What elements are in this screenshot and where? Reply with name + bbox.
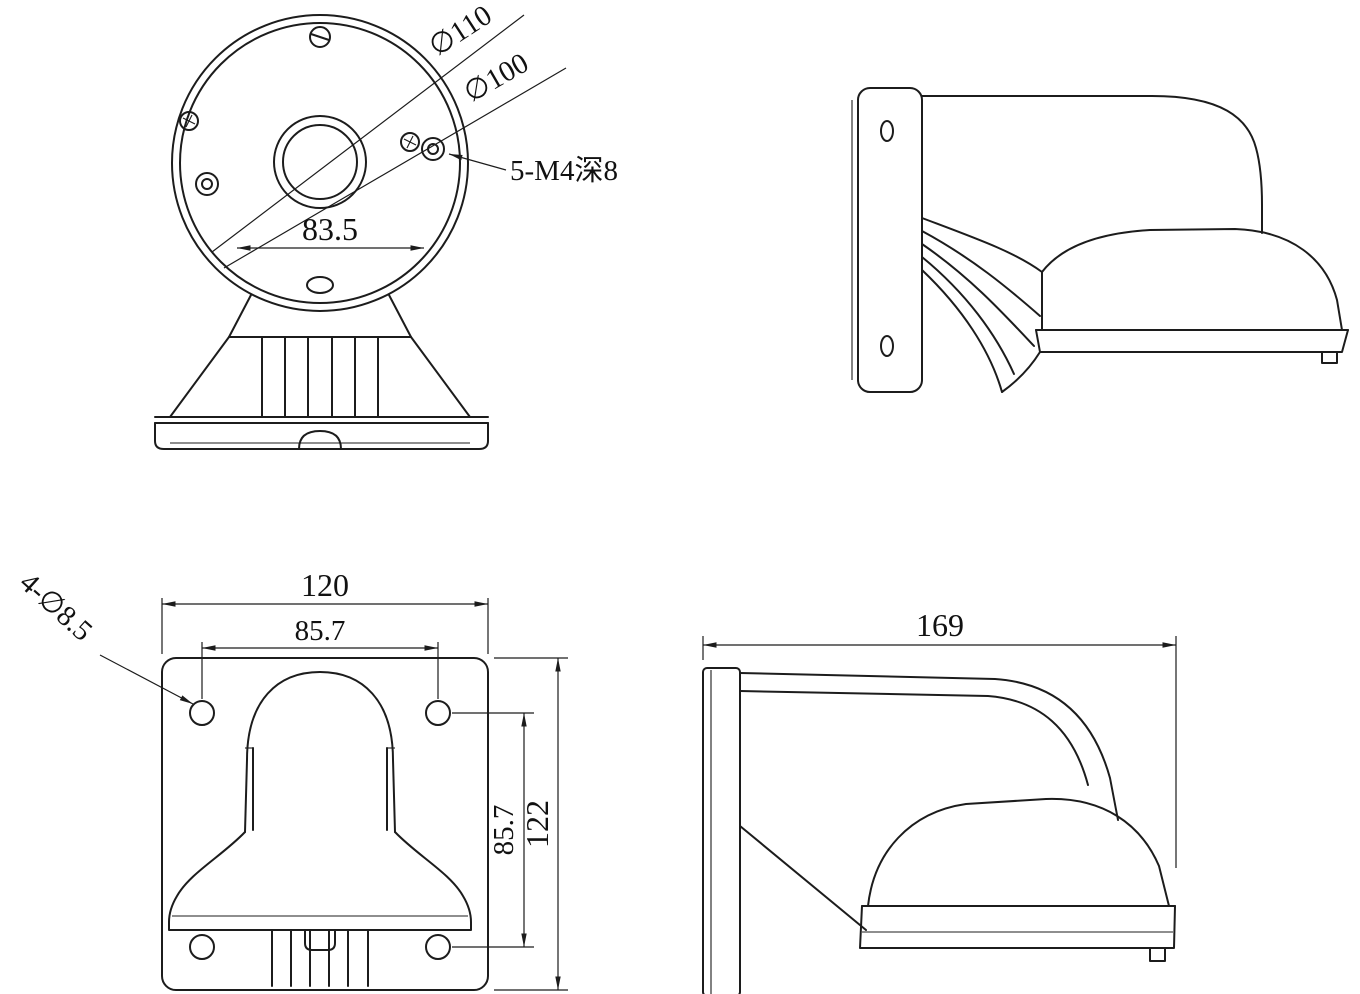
label-169: 169 — [916, 607, 964, 643]
dome-flange — [1035, 329, 1349, 353]
dome-clip — [1321, 351, 1338, 364]
label-120: 120 — [301, 567, 349, 603]
arm-rib-curve — [921, 269, 1003, 393]
plate-slot-bottom — [880, 335, 894, 357]
dome-cap-front — [244, 671, 396, 833]
dome-skirt-front — [168, 831, 472, 931]
view-front-lower: 120 85.7 4-∅8.5 85.7 122 — [13, 566, 568, 991]
view-top-plan: ∅110 ∅100 5-M4深8 83.5 — [154, 0, 618, 450]
arm-top-edge — [921, 95, 1263, 234]
plate-hole-bl — [189, 934, 215, 960]
label-857-right: 85.7 — [488, 805, 520, 856]
label-857-top: 85.7 — [295, 615, 346, 647]
base-notch — [298, 430, 342, 450]
arm-rib-curve — [921, 217, 1043, 273]
screw-hole — [400, 132, 420, 152]
top-screw-slot — [310, 33, 330, 41]
plate-slot-top — [880, 120, 894, 142]
label-thread-5m4: 5-M4深8 — [510, 155, 618, 187]
plate-hole-br — [425, 934, 451, 960]
view-side-upper — [851, 87, 1349, 393]
arm-top-edge — [739, 672, 1119, 821]
label-122: 122 — [519, 800, 555, 848]
square-plate — [161, 657, 489, 991]
arm-underside — [739, 825, 867, 931]
arm-rib-curve — [921, 243, 1035, 347]
dome-flange — [859, 905, 1176, 949]
arm-rib-curve — [921, 256, 1015, 375]
base-body — [154, 422, 489, 450]
center-tab — [304, 929, 336, 951]
lens-hole-inner — [282, 124, 358, 200]
leader-thread — [448, 153, 507, 171]
stem-right-edge — [388, 294, 471, 418]
leader-holes — [99, 654, 194, 705]
base-outer-circle — [171, 14, 469, 312]
dim-line-d110 — [211, 14, 525, 253]
ear-hole-right — [421, 137, 445, 161]
ear-hole-left — [195, 172, 219, 196]
top-screw — [309, 26, 331, 48]
plate-hole-tl — [189, 700, 215, 726]
screw-cross — [185, 114, 193, 128]
dome-cap-side — [867, 797, 1170, 907]
arm-underside — [1001, 351, 1041, 393]
wall-plate-side — [702, 667, 741, 994]
screw-cross — [406, 135, 414, 149]
arm-rib-curve — [921, 230, 1041, 317]
label-diameter-110: ∅110 — [423, 0, 497, 63]
base-inner-circle — [179, 22, 461, 304]
dome-cap — [1041, 228, 1343, 331]
plate-hole-tr — [425, 700, 451, 726]
bottom-tab — [306, 276, 334, 294]
label-835: 83.5 — [302, 211, 358, 247]
view-side-lower: 169 — [702, 607, 1177, 994]
lens-hole-outer — [273, 115, 367, 209]
label-4-d85: 4-∅8.5 — [13, 566, 98, 647]
arm-inner-edge — [739, 690, 1089, 786]
ear-hole-left-inner — [201, 178, 213, 190]
screw-hole — [179, 111, 199, 131]
dome-clip — [1149, 947, 1166, 962]
wall-plate — [857, 87, 923, 393]
dim-line-d100 — [223, 67, 567, 269]
stem-left-edge — [169, 294, 252, 418]
